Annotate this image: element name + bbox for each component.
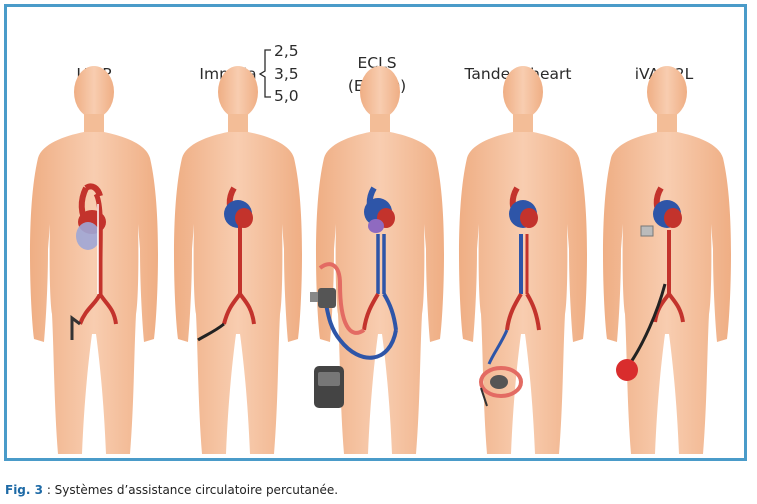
body-iabp [30, 66, 158, 454]
impella-variant-1: 2,5 [274, 42, 299, 60]
tandem-pump-icon [479, 366, 523, 407]
label-ecls: ECLS [357, 54, 396, 72]
heart-icon [509, 186, 538, 228]
ivac-catheter [616, 225, 685, 381]
heart-icon [76, 183, 106, 250]
diagram-canvas: IABP Impella 2,5 3,5 5,0 ECLS (ECMO) Tan… [30, 42, 731, 454]
heart-icon [364, 186, 395, 233]
body-ivac [603, 66, 731, 454]
ecmo-cannulas [318, 234, 398, 360]
figure-caption: Fig. 3 : Systèmes d’assistance circulato… [5, 483, 338, 497]
body-tandem-heart [459, 66, 587, 454]
aorta-catheter [197, 224, 256, 342]
impella-variant-3: 5,0 [274, 87, 299, 105]
body-ecls [310, 66, 444, 454]
heart-icon [224, 186, 253, 228]
heart-icon [653, 186, 682, 228]
body-impella [174, 66, 302, 454]
caption-text: : Systèmes d’assistance circulatoire per… [43, 483, 339, 497]
figure-number: Fig. 3 [5, 483, 43, 497]
ecmo-machine-icon [310, 288, 344, 408]
tandem-cannulas [487, 234, 541, 365]
impella-variant-2: 3,5 [274, 65, 299, 83]
aorta-catheter [70, 192, 118, 340]
impella-variants-bracket [258, 49, 271, 98]
